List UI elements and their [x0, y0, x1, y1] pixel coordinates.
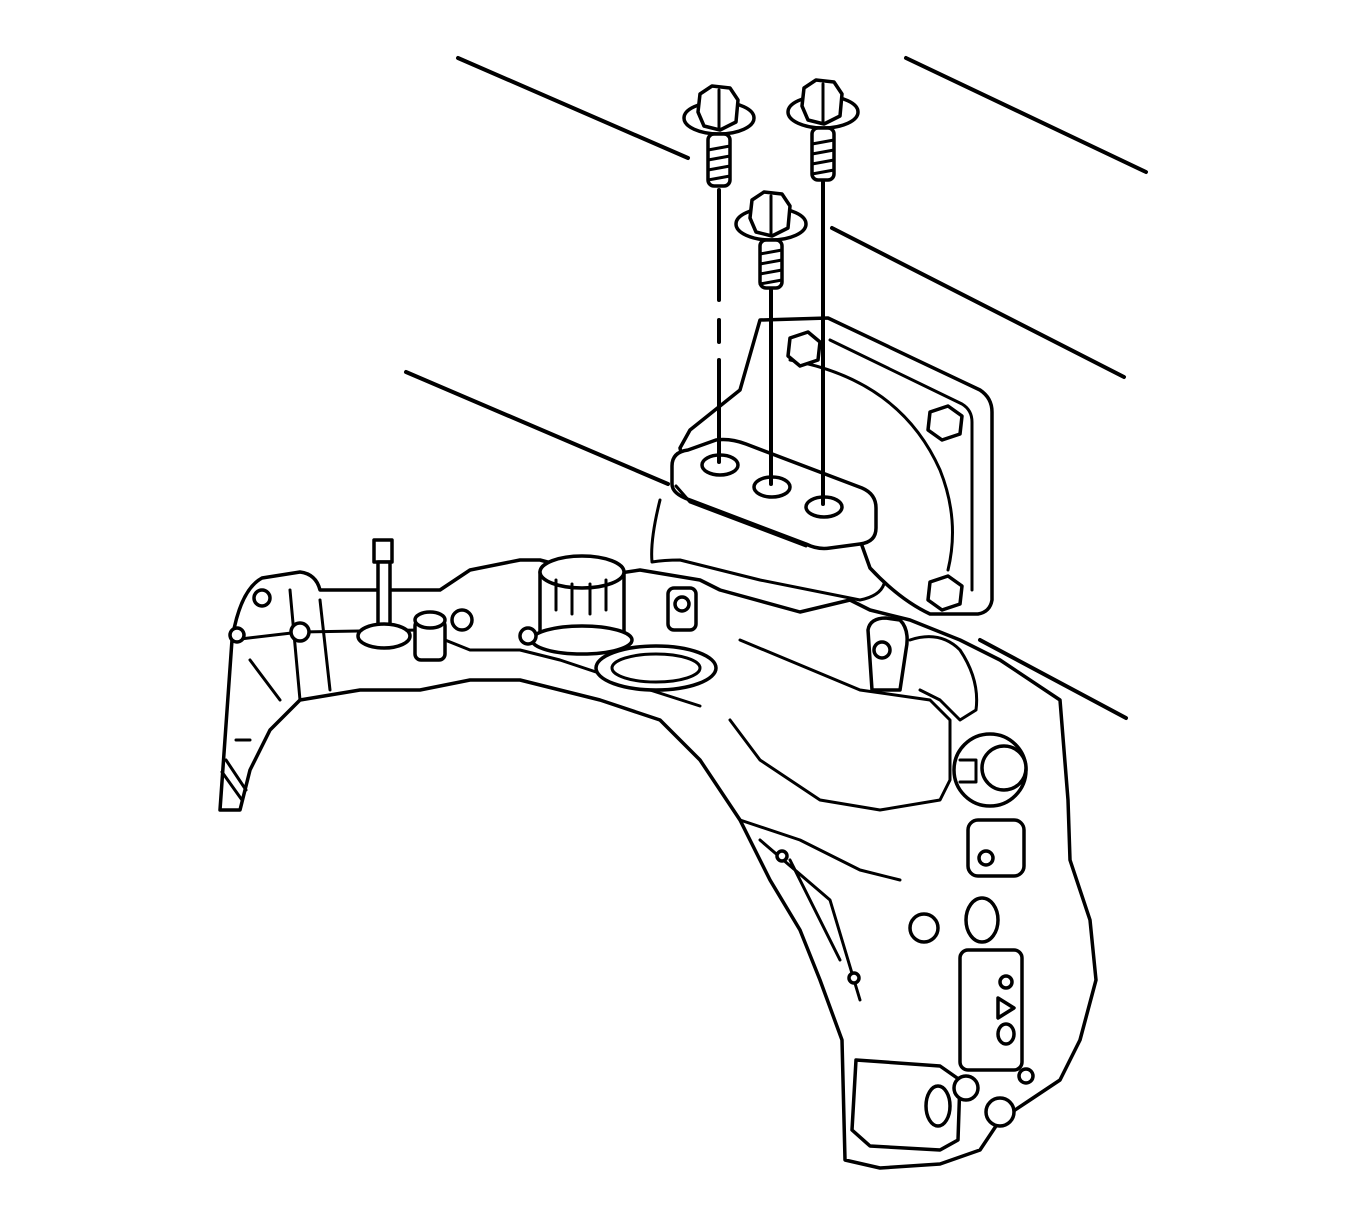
tail-boss-b — [984, 1096, 1016, 1128]
bolt-middle-thread — [758, 248, 784, 286]
case-left-ribs — [234, 588, 332, 742]
lower-boss-hole — [977, 849, 995, 867]
lower-hole-a — [908, 912, 940, 944]
flange-nut-right — [926, 404, 964, 442]
tail-boss-a — [952, 1074, 980, 1102]
flange-nut-bottom — [926, 574, 964, 612]
lower-hole-b — [964, 896, 1000, 944]
valve-hole-b — [996, 1022, 1016, 1046]
right-housing — [728, 638, 952, 812]
fill-cap-top — [538, 554, 626, 590]
flange-inner-edge — [828, 338, 974, 592]
transmission-case — [218, 538, 1098, 1170]
lower-boss — [966, 818, 1026, 878]
output-port-tab — [958, 758, 978, 784]
case-hole-rib-b — [847, 971, 861, 985]
edge-line-mid-right — [830, 226, 1126, 379]
flange-curve — [788, 358, 954, 572]
edge-line-lower-left — [404, 370, 670, 486]
mount-pad-edge — [674, 484, 808, 548]
bolt-middle — [734, 190, 808, 290]
valve-arrow — [996, 996, 1016, 1020]
sensor-boss — [450, 608, 474, 632]
bolt-right-thread — [810, 138, 836, 176]
edge-line-upper-right — [904, 56, 1148, 174]
right-boss-hole — [872, 640, 892, 660]
bolt-right — [786, 78, 860, 182]
background-edges — [404, 56, 1148, 720]
case-hole-left-c — [289, 621, 311, 643]
tail-mount — [850, 1058, 962, 1152]
case-hole-left-a — [252, 588, 272, 608]
case-body — [218, 558, 1098, 1170]
tail-boss-c — [1017, 1067, 1035, 1085]
sensor-top — [413, 610, 447, 630]
vent-base — [356, 622, 412, 650]
bolt-left-thread — [706, 144, 732, 182]
valve-hole-a — [998, 974, 1014, 990]
bolt-left — [682, 84, 756, 188]
right-dome — [908, 635, 979, 722]
mount-bracket — [650, 316, 994, 616]
edge-line-upper-left — [456, 56, 690, 160]
edge-line-lower-right — [978, 638, 1128, 720]
flange-nut-top — [786, 330, 822, 368]
vent-tube — [376, 560, 392, 628]
case-hole-left-b — [228, 626, 246, 644]
center-boss-hole — [673, 595, 691, 613]
case-opening-inner — [610, 652, 702, 684]
fill-cap-grips — [554, 578, 608, 616]
bolt-centerlines — [717, 180, 825, 506]
case-hatch — [220, 758, 248, 802]
tail-mount-hole — [924, 1084, 952, 1128]
output-port — [980, 744, 1028, 792]
fill-cap-side-hole — [518, 626, 538, 646]
vent-tube-top — [372, 538, 394, 564]
mount-pad-base — [650, 498, 886, 602]
case-hole-rib-a — [775, 849, 789, 863]
